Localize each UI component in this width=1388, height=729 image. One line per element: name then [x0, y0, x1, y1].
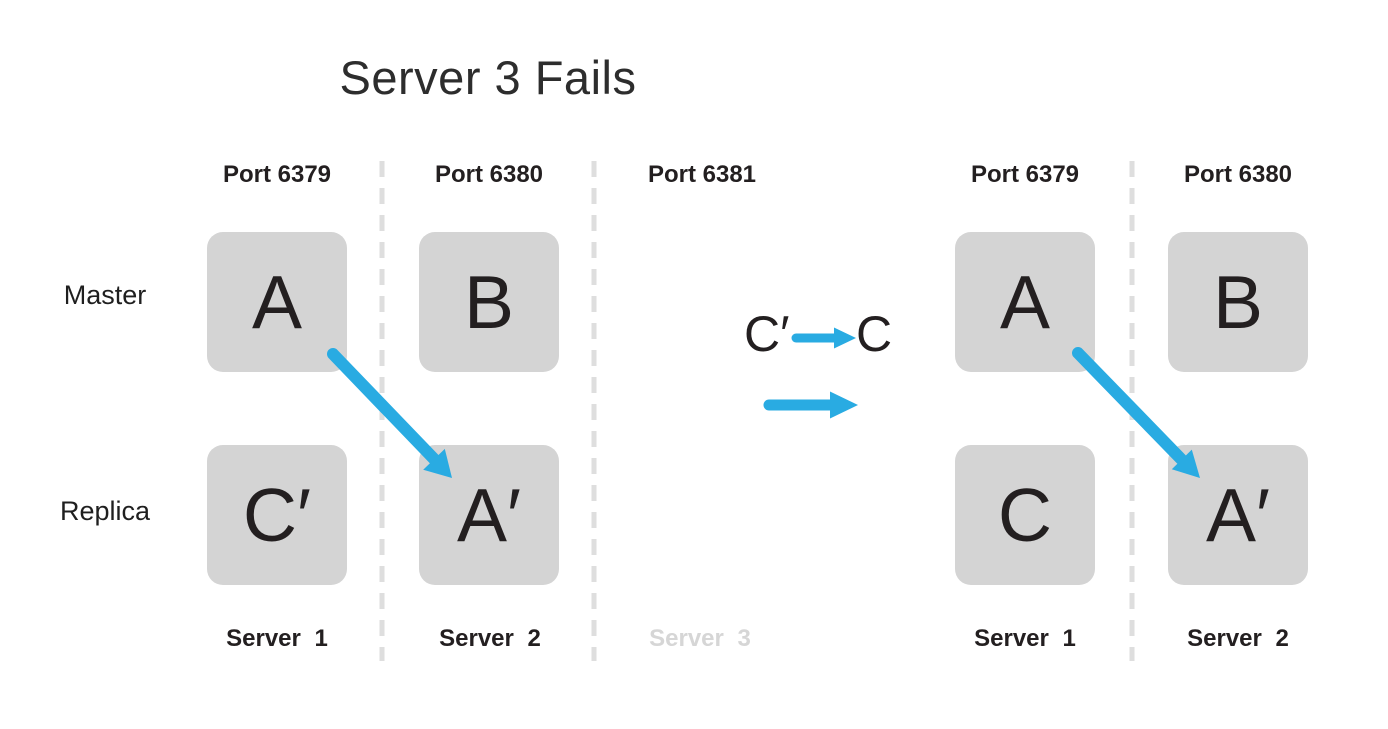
promotion-from-label: C′	[744, 306, 790, 362]
box-letter: A	[999, 260, 1051, 344]
server-label-left-3-failed: Server 3	[649, 625, 751, 652]
box-letter: B	[463, 260, 515, 344]
port-label-left-6381: Port 6381	[647, 161, 757, 188]
diagram-title: Server 3 Fails	[339, 51, 637, 104]
port-label-right-6379: Port 6379	[970, 161, 1080, 188]
transition-arrow-icon	[763, 391, 858, 419]
box-letter: A′	[1205, 473, 1271, 557]
server-label-left-2: Server 2	[439, 625, 541, 652]
box-letter: A	[251, 260, 303, 344]
promotion-to-label: C	[856, 306, 893, 362]
box-letter: C	[997, 473, 1053, 557]
server-label-left-1: Server 1	[226, 625, 328, 652]
port-label-left-6380: Port 6380	[434, 161, 544, 188]
master-box-a-left: A	[207, 232, 347, 372]
replica-box-a-prime-left: A′	[419, 445, 559, 585]
master-box-b-left: B	[419, 232, 559, 372]
box-letter: B	[1212, 260, 1264, 344]
port-label-right-6380: Port 6380	[1183, 161, 1293, 188]
server-label-right-1: Server 1	[974, 625, 1076, 652]
port-label-left-6379: Port 6379	[222, 161, 332, 188]
box-letter: C′	[242, 473, 312, 557]
promote-arrow-icon	[791, 327, 856, 349]
server-label-right-2: Server 2	[1187, 625, 1289, 652]
master-box-b-right: B	[1168, 232, 1308, 372]
master-row-label: Master	[63, 280, 147, 310]
replica-box-c-right: C	[955, 445, 1095, 585]
box-letter: A′	[456, 473, 522, 557]
master-box-a-right: A	[955, 232, 1095, 372]
replica-box-c-prime-left: C′	[207, 445, 347, 585]
replica-box-a-prime-right: A′	[1168, 445, 1308, 585]
replica-row-label: Replica	[59, 496, 151, 526]
